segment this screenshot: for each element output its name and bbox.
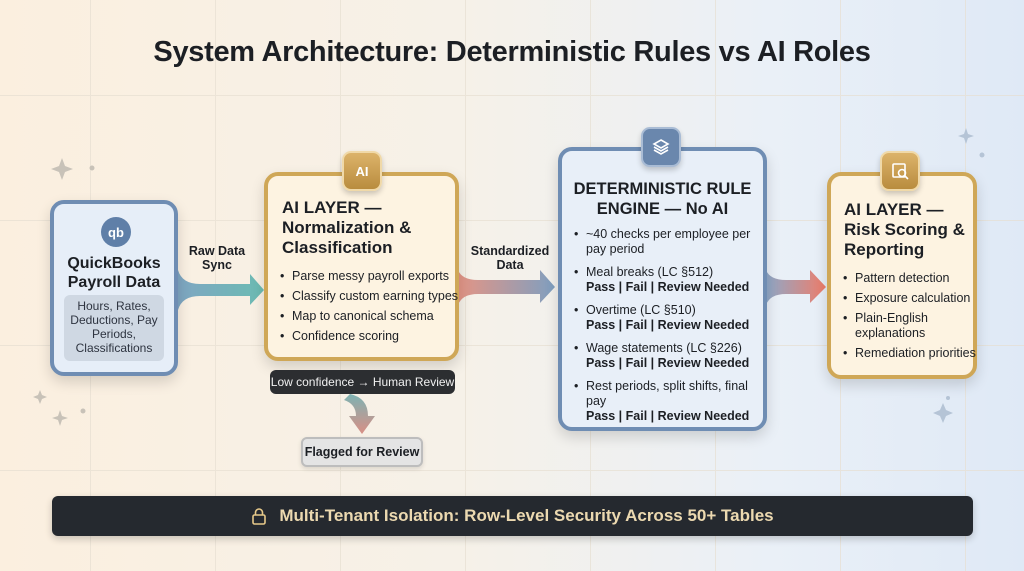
check-name: Overtime (LC §510) bbox=[586, 303, 696, 317]
check-result: Pass | Fail | Review Needed bbox=[586, 280, 750, 294]
ai-gear-icon: AI bbox=[342, 151, 382, 191]
lock-icon bbox=[252, 508, 267, 525]
arrow-standardized bbox=[458, 270, 555, 305]
check-item: Meal breaks (LC §512)Pass | Fail | Revie… bbox=[574, 265, 769, 295]
low-confidence-badge: Low confidence → Human Review bbox=[270, 370, 455, 394]
footer-banner: Multi-Tenant Isolation: Row-Level Securi… bbox=[52, 496, 973, 536]
list-item: ~40 checks per employee per pay period bbox=[574, 227, 769, 257]
standardized-data-label: Standardized Data bbox=[470, 244, 550, 272]
arrow-to-risk bbox=[766, 270, 826, 305]
list-item: Exposure calculation bbox=[843, 291, 978, 306]
source-title: QuickBooks Payroll Data bbox=[67, 255, 161, 291]
ai-normalization-box: AI LAYER — Normalization & Classificatio… bbox=[264, 172, 459, 361]
source-details: Hours, Rates, Deductions, Pay Periods, C… bbox=[64, 295, 164, 361]
list-item: Confidence scoring bbox=[280, 329, 460, 344]
arrow-raw-data bbox=[178, 270, 264, 310]
check-name: Rest periods, split shifts, final pay bbox=[586, 379, 748, 408]
check-name: Meal breaks (LC §512) bbox=[586, 265, 714, 279]
report-search-icon bbox=[880, 151, 920, 191]
quickbooks-icon: qb bbox=[101, 217, 131, 247]
flagged-for-review-box: Flagged for Review bbox=[301, 437, 423, 467]
rule-engine-box: DETERMINISTIC RULE ENGINE — No AI ~40 ch… bbox=[558, 147, 767, 431]
page-title: System Architecture: Deterministic Rules… bbox=[153, 36, 871, 68]
check-result: Pass | Fail | Review Needed bbox=[586, 318, 750, 332]
list-item: Pattern detection bbox=[843, 271, 978, 286]
check-item: Rest periods, split shifts, final payPas… bbox=[574, 379, 769, 424]
rule-engine-title: DETERMINISTIC RULE ENGINE — No AI bbox=[573, 180, 752, 218]
list-item: Parse messy payroll exports bbox=[280, 269, 460, 284]
layers-icon bbox=[641, 127, 681, 167]
list-item: Map to canonical schema bbox=[280, 309, 460, 324]
footer-text: Multi-Tenant Isolation: Row-Level Securi… bbox=[279, 506, 774, 525]
check-result: Pass | Fail | Review Needed bbox=[586, 356, 750, 370]
list-item: Classify custom earning types bbox=[280, 289, 460, 304]
check-item: Wage statements (LC §226)Pass | Fail | R… bbox=[574, 341, 769, 371]
ai-risk-title: AI LAYER — Risk Scoring & Reporting bbox=[844, 200, 965, 259]
raw-data-sync-label: Raw Data Sync bbox=[188, 244, 246, 272]
quickbooks-source-box: qb QuickBooks Payroll Data Hours, Rates,… bbox=[50, 200, 178, 376]
check-name: Wage statements (LC §226) bbox=[586, 341, 742, 355]
ai-normalization-title: AI LAYER — Normalization & Classificatio… bbox=[282, 198, 412, 257]
ai-risk-box: AI LAYER — Risk Scoring & Reporting Patt… bbox=[827, 172, 977, 379]
list-item: Plain-English explanations bbox=[843, 311, 978, 341]
check-result: Pass | Fail | Review Needed bbox=[586, 409, 750, 423]
check-item: Overtime (LC §510)Pass | Fail | Review N… bbox=[574, 303, 769, 333]
list-item: Remediation priorities bbox=[843, 346, 978, 361]
arrow-flagged bbox=[344, 394, 375, 434]
